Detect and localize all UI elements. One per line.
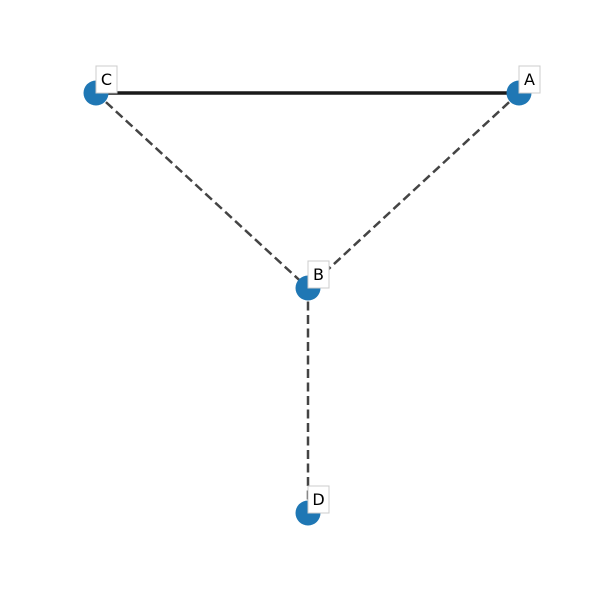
node-label-d: D bbox=[307, 485, 330, 514]
node-label-text: A bbox=[524, 70, 535, 89]
edges-layer bbox=[95, 91, 520, 513]
node-label-b: B bbox=[307, 260, 330, 289]
node-label-text: D bbox=[312, 490, 324, 509]
edge-a-b bbox=[307, 92, 520, 289]
node-label-a: A bbox=[518, 65, 541, 94]
node-label-box bbox=[95, 65, 118, 94]
edge-c-b bbox=[95, 92, 309, 289]
node-label-box bbox=[307, 485, 330, 514]
node-label-box bbox=[518, 65, 541, 94]
node-label-text: B bbox=[313, 265, 324, 284]
node-label-text: C bbox=[101, 70, 112, 89]
labels-layer: A B C D bbox=[95, 65, 541, 514]
node-label-c: C bbox=[95, 65, 118, 94]
node-label-box bbox=[307, 260, 330, 289]
